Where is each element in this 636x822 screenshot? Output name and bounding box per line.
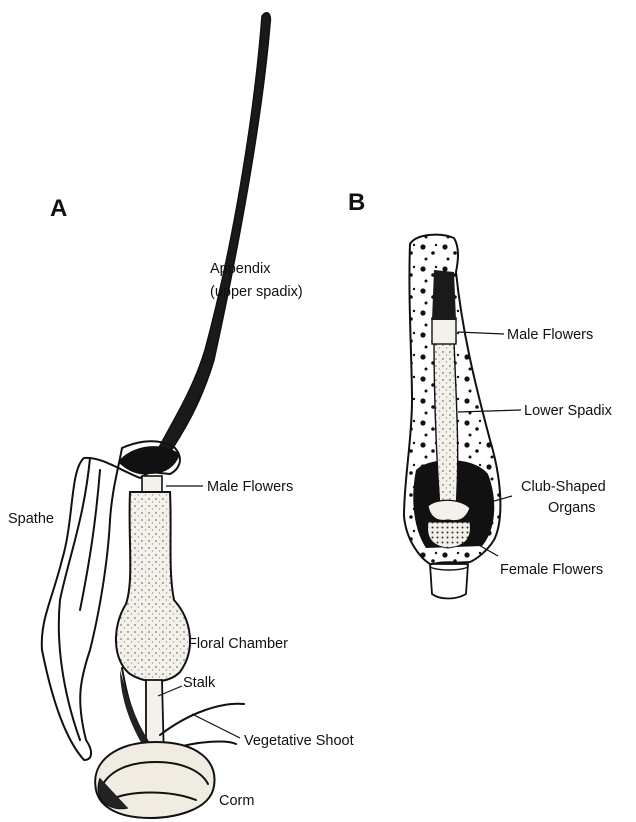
- male-flower-band: [142, 476, 162, 492]
- panel-a-label: A: [50, 195, 67, 222]
- label-appendix-sub: (upper spadix): [210, 284, 303, 300]
- label-corm: Corm: [219, 793, 254, 809]
- label-male-flowers-b: Male Flowers: [507, 327, 593, 343]
- male-flower-mass: [118, 446, 180, 474]
- male-flower-zone: [432, 318, 456, 344]
- label-stalk: Stalk: [183, 675, 216, 691]
- label-floral-chamber: Floral Chamber: [188, 636, 288, 652]
- panel-b-label: B: [348, 189, 365, 216]
- label-organs: Organs: [548, 500, 596, 516]
- appendix-shape: [148, 13, 270, 472]
- label-spathe: Spathe: [8, 511, 54, 527]
- label-female-flowers: Female Flowers: [500, 562, 603, 578]
- label-male-flowers-a: Male Flowers: [207, 479, 293, 495]
- label-appendix: Appendix: [210, 261, 271, 277]
- label-vegetative-shoot: Vegetative Shoot: [244, 733, 354, 749]
- panel-b-section: [404, 235, 500, 599]
- club-shaped-organs: [428, 500, 470, 520]
- floral-chamber-shape: [116, 492, 190, 681]
- label-club-shaped: Club-Shaped: [521, 479, 606, 495]
- label-lower-spadix: Lower Spadix: [524, 403, 613, 419]
- panel-a-plant: [42, 13, 271, 818]
